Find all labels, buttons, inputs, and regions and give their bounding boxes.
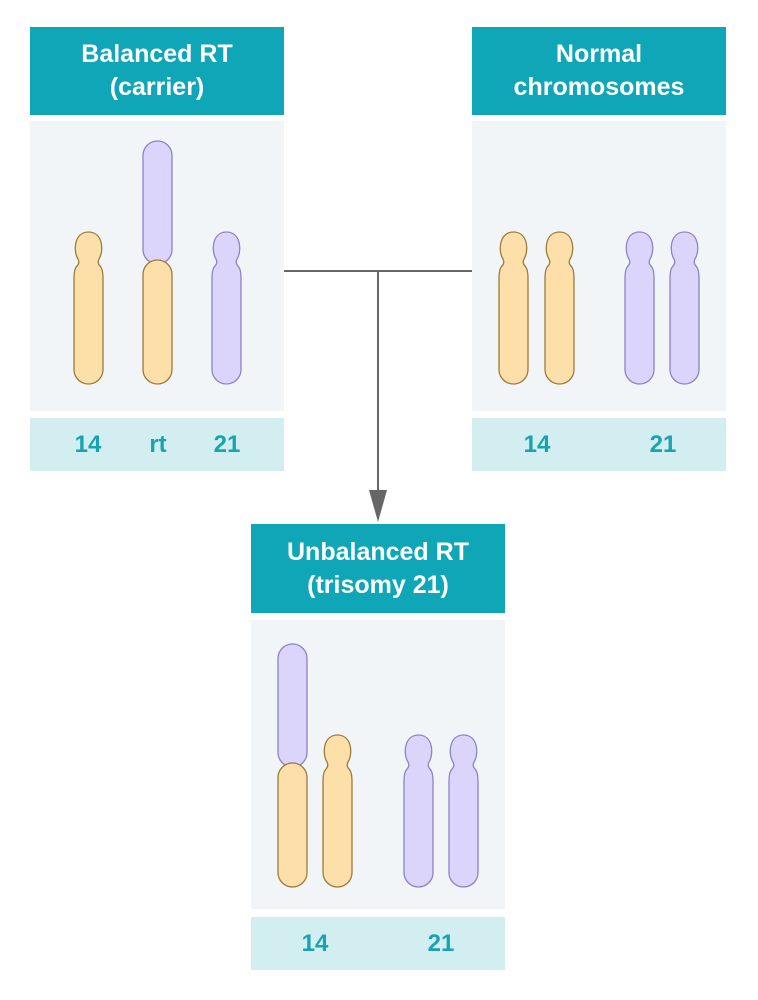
chromosome-panel-unbalanced: [251, 620, 505, 909]
chromosome-label-21: 21: [213, 430, 241, 458]
card-title-line1: Unbalanced RT: [287, 537, 469, 566]
card-normal-chromosomes: Normal chromosomes 14 21: [472, 27, 726, 471]
chromosome-panel-balanced: [30, 121, 284, 411]
card-balanced-rt: Balanced RT (carrier) 14 rt 21: [30, 27, 284, 471]
card-header-balanced: Balanced RT (carrier): [30, 27, 284, 115]
chromosome-label-rt: rt: [149, 430, 167, 458]
card-title-line1: Balanced RT: [81, 40, 233, 68]
chromosome-label-14: 14: [74, 430, 102, 458]
chromosome-panel-normal: [472, 121, 726, 411]
card-unbalanced-rt: Unbalanced RT (trisomy 21) 14 21: [251, 524, 505, 970]
label-bar-unbalanced: 14 21: [251, 917, 505, 970]
card-title-line2: chromosomes: [513, 73, 685, 101]
connector: [284, 270, 472, 522]
label-bar-normal: 14 21: [472, 418, 726, 471]
card-title-line2: (carrier): [109, 73, 205, 101]
card-title-line1: Normal: [555, 40, 643, 68]
label-bar-balanced: 14 rt 21: [30, 418, 284, 471]
card-title-line2: (trisomy 21): [307, 570, 449, 599]
card-header-unbalanced: Unbalanced RT (trisomy 21): [251, 524, 505, 613]
chromosome-label-21: 21: [427, 929, 455, 957]
chromosome-label-14: 14: [523, 430, 551, 458]
card-header-normal: Normal chromosomes: [472, 27, 726, 115]
chromosome-label-21: 21: [649, 430, 677, 458]
down-arrow-icon: [369, 490, 387, 522]
chromosome-label-14: 14: [301, 929, 329, 957]
